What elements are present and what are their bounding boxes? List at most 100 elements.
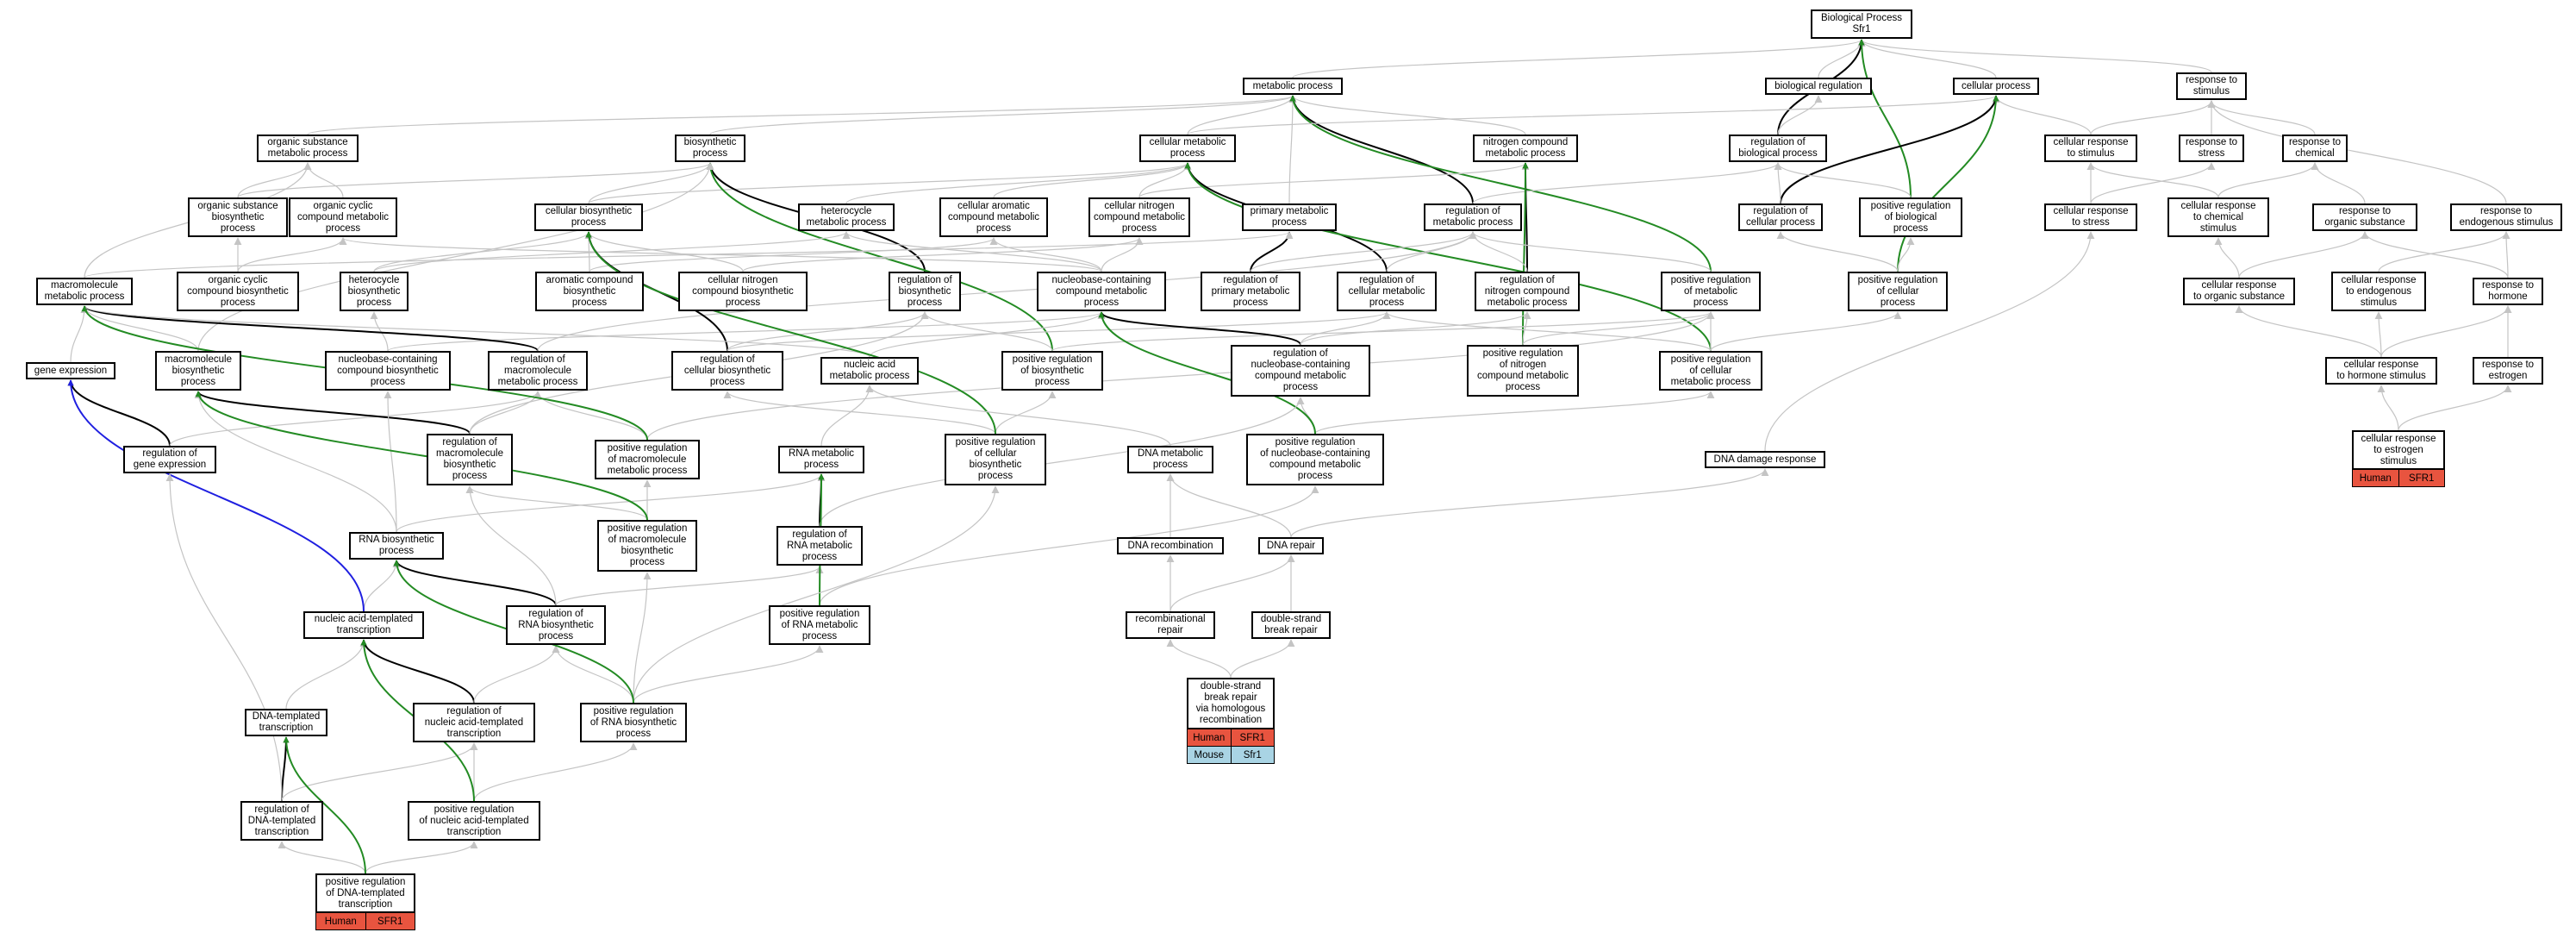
go-term-nucleic-acid-metabolic-process[interactable]: nucleic acid metabolic process: [820, 357, 919, 385]
go-term-regulation-of-nucleobase-containing-compound-metabolic-process[interactable]: regulation of nucleobase-containing comp…: [1231, 345, 1370, 397]
go-term-dna-damage-response[interactable]: DNA damage response: [1705, 451, 1825, 468]
go-term-positive-regulation-of-biosynthetic-process[interactable]: positive regulation of biosynthetic proc…: [1001, 351, 1103, 391]
go-term-positive-regulation-of-cellular-biosynthetic-process[interactable]: positive regulation of cellular biosynth…: [945, 434, 1046, 485]
edge-positive_regulation_of_macromolecule_metabolic_process-to-regulation_of_macromolecule_metabolic_process: [533, 391, 648, 441]
go-term-positive-regulation-of-macromolecule-metabolic-process[interactable]: positive regulation of macromolecule met…: [595, 440, 700, 479]
go-term-positive-regulation-of-dna-templated-transcription[interactable]: positive regulation of DNA-templated tra…: [315, 873, 415, 913]
edge-positive_regulation_of_biological_process-to-regulation_of_biological_process: [1774, 162, 1912, 198]
edge-cellular_response_to_organic_substance-to-response_to_organic_substance: [2238, 231, 2369, 278]
edge-positive_regulation_of_rna_biosynthetic_process-to-positive_regulation_of_cellular_biosynthetic_process: [633, 485, 1000, 704]
go-term-organic-substance-biosynthetic-process[interactable]: organic substance biosynthetic process: [188, 197, 288, 237]
go-term-cellular-nitrogen-compound-biosynthetic-process[interactable]: cellular nitrogen compound biosynthetic …: [678, 272, 808, 311]
go-term-nucleobase-containing-compound-biosynthetic-process[interactable]: nucleobase-containing compound biosynthe…: [325, 351, 451, 391]
go-term-nitrogen-compound-metabolic-process[interactable]: nitrogen compound metabolic process: [1473, 135, 1578, 162]
go-term-positive-regulation-of-macromolecule-biosynthetic-process[interactable]: positive regulation of macromolecule bio…: [597, 520, 697, 572]
go-term-cellular-response-to-estrogen-stimulus[interactable]: cellular response to estrogen stimulus: [2352, 430, 2445, 470]
edge-positive_regulation_of_macromolecule_biosynthetic_process-to-macromolecule_biosynthetic_process: [195, 391, 648, 521]
go-term-organic-cyclic-compound-metabolic-process[interactable]: organic cyclic compound metabolic proces…: [289, 197, 397, 237]
edge-positive_regulation_of_rna_biosynthetic_process-to-positive_regulation_of_macromolecule_biosynthetic_process: [633, 572, 652, 704]
go-term-cellular-aromatic-compound-metabolic-process[interactable]: cellular aromatic compound metabolic pro…: [939, 197, 1048, 237]
go-term-aromatic-compound-biosynthetic-process[interactable]: aromatic compound biosynthetic process: [535, 272, 644, 311]
go-term-double-strand-break-repair[interactable]: double-strand break repair: [1251, 611, 1331, 639]
edge-regulation_of_cellular_biosynthetic_process-to-regulation_of_cellular_metabolic_process: [727, 311, 1391, 352]
go-term-cellular-response-to-stress[interactable]: cellular response to stress: [2044, 203, 2137, 231]
go-term-nucleic-acid-templated-transcription[interactable]: nucleic acid-templated transcription: [303, 611, 424, 639]
edge-cellular_response_to_estrogen_stimulus-to-response_to_estrogen: [2398, 385, 2512, 431]
go-term-biological-regulation[interactable]: biological regulation: [1765, 78, 1872, 95]
go-term-dna-metabolic-process[interactable]: DNA metabolic process: [1127, 446, 1213, 473]
go-term-dna-repair[interactable]: DNA repair: [1258, 537, 1324, 554]
go-term-response-to-stress[interactable]: response to stress: [2179, 135, 2244, 162]
go-term-positive-regulation-of-nucleobase-containing-compound-metabolic-process[interactable]: positive regulation of nucleobase-contai…: [1246, 434, 1384, 485]
go-term-organic-substance-metabolic-process[interactable]: organic substance metabolic process: [257, 135, 359, 162]
go-term-positive-regulation-of-rna-metabolic-process[interactable]: positive regulation of RNA metabolic pro…: [769, 605, 870, 645]
go-term-response-to-hormone[interactable]: response to hormone: [2473, 278, 2543, 305]
go-term-regulation-of-gene-expression[interactable]: regulation of gene expression: [123, 446, 216, 473]
go-term-cellular-metabolic-process[interactable]: cellular metabolic process: [1139, 135, 1236, 162]
go-term-response-to-organic-substance[interactable]: response to organic substance: [2312, 203, 2417, 231]
go-term-metabolic-process[interactable]: metabolic process: [1243, 78, 1343, 95]
go-term-biosynthetic-process[interactable]: biosynthetic process: [675, 135, 745, 162]
edge-regulation_of_nucleic_acid_templated_transcription-to-nucleic_acid_templated_transcription: [360, 639, 475, 704]
go-term-positive-regulation-of-cellular-metabolic-process[interactable]: positive regulation of cellular metaboli…: [1659, 351, 1762, 391]
go-term-primary-metabolic-process[interactable]: primary metabolic process: [1242, 203, 1337, 231]
go-term-heterocycle-biosynthetic-process[interactable]: heterocycle biosynthetic process: [340, 272, 409, 311]
go-term-regulation-of-dna-templated-transcription[interactable]: regulation of DNA-templated transcriptio…: [240, 801, 323, 841]
go-term-dna-recombination[interactable]: DNA recombination: [1117, 537, 1224, 554]
go-term-cellular-biosynthetic-process[interactable]: cellular biosynthetic process: [534, 203, 643, 231]
go-term-dna-templated-transcription[interactable]: DNA-templated transcription: [245, 709, 327, 736]
go-term-positive-regulation-of-rna-biosynthetic-process[interactable]: positive regulation of RNA biosynthetic …: [580, 703, 687, 742]
go-term-double-strand-break-repair-via-homologous-recombination[interactable]: double-strand break repair via homologou…: [1187, 678, 1275, 729]
go-term-positive-regulation-of-nucleic-acid-templated-transcription[interactable]: positive regulation of nucleic acid-temp…: [408, 801, 540, 841]
go-term-regulation-of-rna-metabolic-process[interactable]: regulation of RNA metabolic process: [777, 526, 863, 566]
edge-positive_regulation_of_cellular_process-to-cellular_process: [1897, 95, 1999, 272]
go-term-gene-expression[interactable]: gene expression: [26, 362, 115, 379]
go-term-cellular-response-to-organic-substance[interactable]: cellular response to organic substance: [2183, 278, 2295, 305]
edge-positive_regulation_of_dna_templated_transcription-to-regulation_of_dna_templated_transcription: [278, 841, 366, 874]
go-term-organic-cyclic-compound-biosynthetic-process[interactable]: organic cyclic compound biosynthetic pro…: [177, 272, 299, 311]
go-term-heterocycle-metabolic-process[interactable]: heterocycle metabolic process: [798, 203, 895, 231]
go-term-regulation-of-cellular-metabolic-process[interactable]: regulation of cellular metabolic process: [1337, 272, 1437, 311]
go-term-regulation-of-biological-process[interactable]: regulation of biological process: [1729, 135, 1827, 162]
go-term-regulation-of-cellular-process[interactable]: regulation of cellular process: [1738, 203, 1823, 231]
go-term-regulation-of-nucleic-acid-templated-transcription[interactable]: regulation of nucleic acid-templated tra…: [413, 703, 535, 742]
go-term-macromolecule-metabolic-process[interactable]: macromolecule metabolic process: [36, 278, 133, 305]
go-term-macromolecule-biosynthetic-process[interactable]: macromolecule biosynthetic process: [155, 351, 241, 391]
edge-cellular_response_to_hormone_stimulus-to-cellular_response_to_organic_substance: [2235, 305, 2382, 358]
go-term-cellular-response-to-hormone-stimulus[interactable]: cellular response to hormone stimulus: [2325, 357, 2437, 385]
edge-positive_regulation_of_cellular_biosynthetic_process-to-regulation_of_cellular_biosynthetic_process: [723, 391, 996, 435]
edge-cellular_metabolic_process-to-cellular_process: [1187, 95, 2000, 135]
go-term-regulation-of-nitrogen-compound-metabolic-process[interactable]: regulation of nitrogen compound metaboli…: [1475, 272, 1580, 311]
go-term-positive-regulation-of-biological-process[interactable]: positive regulation of biological proces…: [1859, 197, 1962, 237]
go-term-rna-biosynthetic-process[interactable]: RNA biosynthetic process: [349, 532, 444, 560]
go-term-regulation-of-metabolic-process[interactable]: regulation of metabolic process: [1424, 203, 1522, 231]
go-term-cellular-response-to-chemical-stimulus[interactable]: cellular response to chemical stimulus: [2167, 197, 2269, 237]
go-term-positive-regulation-of-metabolic-process[interactable]: positive regulation of metabolic process: [1661, 272, 1761, 311]
edge-regulation_of_macromolecule_metabolic_process-to-macromolecule_metabolic_process: [81, 305, 539, 352]
go-term-cellular-response-to-stimulus[interactable]: cellular response to stimulus: [2044, 135, 2137, 162]
go-term-recombinational-repair[interactable]: recombinational repair: [1126, 611, 1215, 639]
go-term-regulation-of-primary-metabolic-process[interactable]: regulation of primary metabolic process: [1201, 272, 1300, 311]
go-term-response-to-stimulus[interactable]: response to stimulus: [2176, 72, 2247, 100]
edge-nucleic_acid_templated_transcription-to-gene_expression: [67, 379, 365, 612]
go-term-cellular-response-to-endogenous-stimulus[interactable]: cellular response to endogenous stimulus: [2331, 272, 2426, 311]
go-term-regulation-of-biosynthetic-process[interactable]: regulation of biosynthetic process: [889, 272, 961, 311]
go-term-response-to-endogenous-stimulus[interactable]: response to endogenous stimulus: [2450, 203, 2562, 231]
go-term-cellular-nitrogen-compound-metabolic-process[interactable]: cellular nitrogen compound metabolic pro…: [1088, 197, 1190, 237]
go-term-cellular-process[interactable]: cellular process: [1953, 78, 2039, 95]
go-term-positive-regulation-of-cellular-process[interactable]: positive regulation of cellular process: [1848, 272, 1948, 311]
go-term-regulation-of-macromolecule-metabolic-process[interactable]: regulation of macromolecule metabolic pr…: [488, 351, 588, 391]
edge-cellular_response_to_endogenous_stimulus-to-response_to_endogenous_stimulus: [2378, 231, 2511, 272]
edge-macromolecule_biosynthetic_process-to-macromolecule_metabolic_process: [80, 305, 199, 352]
go-term-response-to-estrogen[interactable]: response to estrogen: [2473, 357, 2543, 385]
go-term-positive-regulation-of-nitrogen-compound-metabolic-process[interactable]: positive regulation of nitrogen compound…: [1467, 345, 1579, 397]
go-term-rna-metabolic-process[interactable]: RNA metabolic process: [778, 446, 864, 473]
go-term-regulation-of-macromolecule-biosynthetic-process[interactable]: regulation of macromolecule biosynthetic…: [427, 434, 513, 485]
edge-regulation_of_primary_metabolic_process-to-regulation_of_metabolic_process: [1250, 231, 1477, 272]
go-term-regulation-of-cellular-biosynthetic-process[interactable]: regulation of cellular biosynthetic proc…: [671, 351, 783, 391]
go-term-bp[interactable]: Biological Process Sfr1: [1811, 9, 1912, 39]
go-term-response-to-chemical[interactable]: response to chemical: [2282, 135, 2348, 162]
go-term-nucleobase-containing-compound-metabolic-process[interactable]: nucleobase-containing compound metabolic…: [1037, 272, 1166, 311]
go-term-regulation-of-rna-biosynthetic-process[interactable]: regulation of RNA biosynthetic process: [506, 605, 606, 645]
